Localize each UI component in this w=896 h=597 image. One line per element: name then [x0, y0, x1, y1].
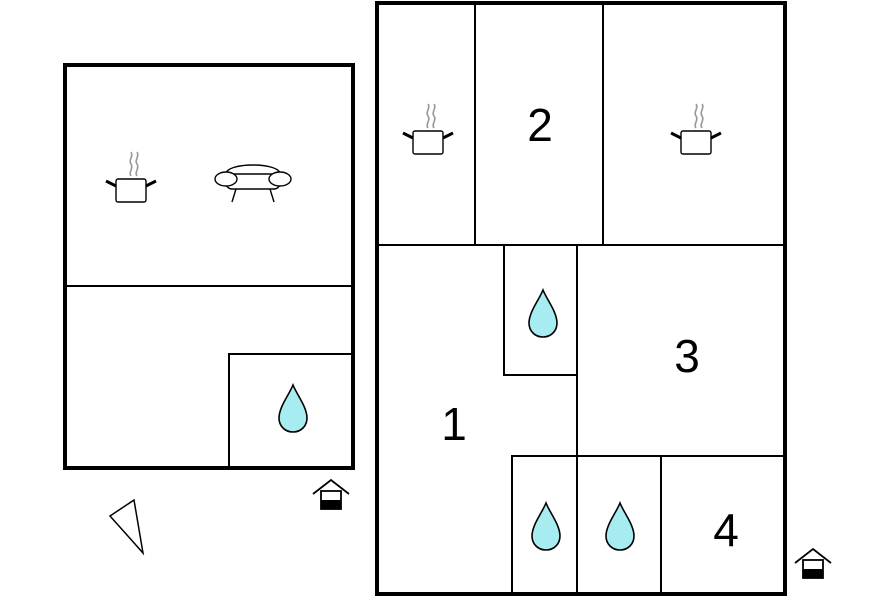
wall — [503, 245, 577, 376]
north-arrow-icon — [108, 498, 145, 556]
wall — [511, 455, 577, 594]
water-drop-icon — [605, 502, 635, 551]
room-number-4: 4 — [713, 504, 739, 556]
right-building: 2 1 3 4 — [375, 1, 832, 596]
sofa-icon — [214, 164, 292, 203]
water-drop-icon — [278, 384, 308, 433]
entrance-icon — [312, 479, 350, 510]
water-drop-icon — [531, 502, 561, 551]
kitchen-pot-icon — [104, 150, 158, 204]
left-building-outline — [63, 63, 355, 470]
room-number-3: 3 — [674, 330, 700, 382]
room-number-2: 2 — [527, 99, 553, 151]
kitchen-pot-icon — [669, 102, 723, 156]
water-drop-icon — [528, 289, 558, 338]
room-number-1: 1 — [441, 398, 467, 450]
right-building-outline — [375, 1, 787, 596]
kitchen-pot-icon — [401, 102, 455, 156]
wall — [228, 353, 353, 468]
left-building — [63, 63, 355, 556]
entrance-icon — [794, 548, 832, 579]
